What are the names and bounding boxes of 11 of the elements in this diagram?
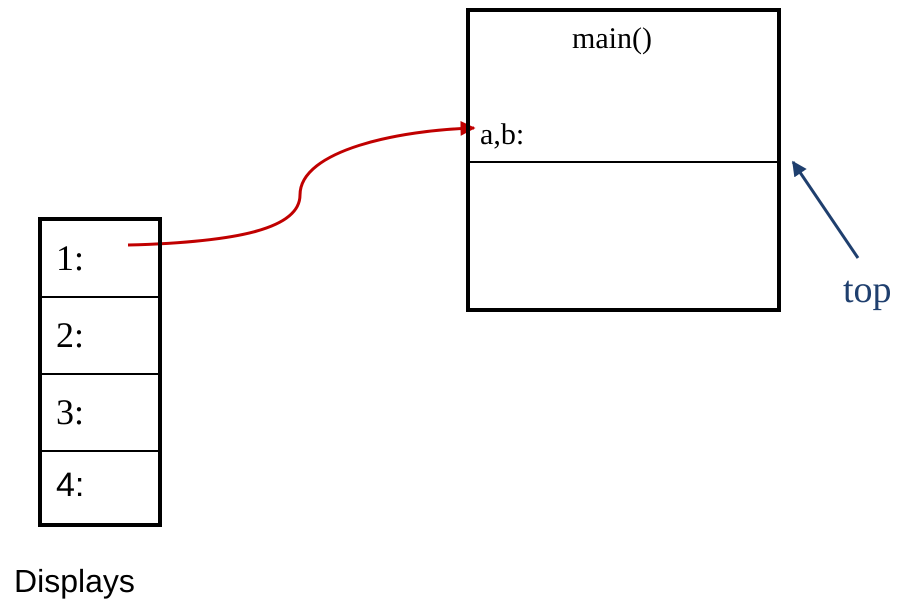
variable-label: a,b: bbox=[480, 118, 550, 154]
caption-text: Displays bbox=[14, 563, 135, 600]
cell-text: 2: bbox=[56, 314, 84, 356]
pointer-label: top bbox=[843, 268, 909, 312]
arrow bbox=[792, 160, 860, 259]
cell-text: 1: bbox=[56, 237, 84, 279]
cell-text: 3: bbox=[56, 391, 84, 433]
frame-title: main() bbox=[572, 22, 652, 56]
stack-frame-box bbox=[466, 8, 781, 312]
arrow bbox=[128, 121, 476, 246]
cell-text: 4: bbox=[56, 466, 84, 505]
